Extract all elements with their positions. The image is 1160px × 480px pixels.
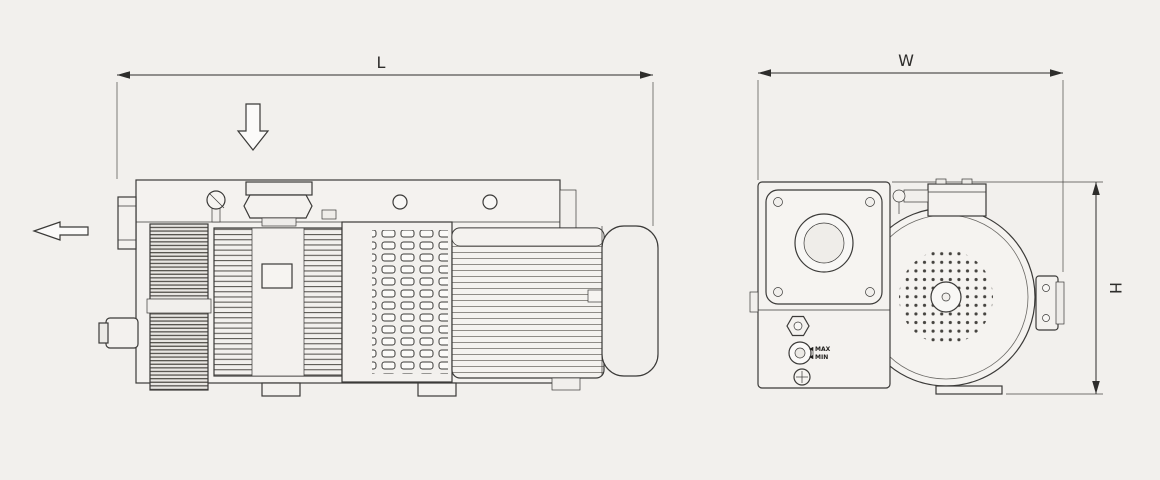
motor-hub-center	[941, 292, 951, 302]
cover-bolt	[773, 287, 783, 297]
oil-max-marker-icon	[809, 347, 813, 351]
oil-fill-plug	[206, 190, 226, 223]
oil-min-label: MIN	[815, 354, 828, 361]
dim-length-arrow-left-icon	[117, 71, 130, 79]
dim-width-arrow-left-icon	[758, 69, 771, 77]
inlet-flange	[245, 181, 313, 196]
dimension-width: W	[757, 51, 1064, 272]
motor-fan-cowl	[601, 225, 659, 377]
drain-fitting-cap	[98, 322, 109, 344]
dim-width-arrow-right-icon	[1050, 69, 1063, 77]
inlet-hex-nut	[243, 194, 313, 219]
oil-sight-glass: MAX MIN	[788, 341, 831, 365]
side-port-cap	[1055, 281, 1065, 325]
inspection-hole	[392, 194, 408, 210]
oil-plug-stem	[211, 207, 221, 223]
exhaust-port-bore	[803, 222, 845, 264]
flow-arrow-left-icon	[32, 221, 89, 241]
end-housing	[749, 181, 891, 389]
side-port-body	[1035, 275, 1059, 331]
filter-clamp-band	[146, 298, 212, 314]
sight-glass-level	[794, 347, 806, 359]
inlet-neck	[261, 217, 297, 227]
flow-arrow-down-icon	[236, 103, 270, 151]
inspection-hole	[482, 194, 498, 210]
terminal-box-screw	[935, 178, 947, 185]
cable-gland-nut	[892, 189, 906, 203]
terminal-box	[892, 178, 987, 217]
dimension-length: L	[116, 53, 654, 226]
gas-ballast-valve	[786, 315, 810, 337]
cylinder-smooth-band	[251, 227, 305, 377]
side-view	[98, 179, 659, 397]
motor-fins	[451, 227, 605, 379]
motor-nameplate	[587, 289, 603, 303]
cover-bolt	[865, 197, 875, 207]
oil-max-label: MAX	[815, 346, 831, 353]
coupling-grille	[341, 221, 453, 383]
side-port-bolt	[1042, 314, 1050, 322]
motor-fan-guard	[856, 207, 1036, 387]
inlet-port	[243, 181, 337, 227]
oil-plug-lever	[208, 192, 225, 209]
valve-center	[793, 321, 803, 331]
cable-gland	[903, 189, 929, 203]
terminal-box-screw	[961, 178, 973, 185]
flow-arrows	[32, 103, 270, 241]
dimension-height: H	[892, 181, 1125, 395]
grille-slots	[372, 230, 448, 374]
motor-foot	[551, 377, 581, 391]
dim-width-label: W	[898, 51, 914, 70]
mounting-foot-front	[261, 382, 301, 397]
dim-height-arrow-top-icon	[1092, 182, 1100, 195]
housing-side-tab	[749, 291, 759, 313]
mounting-foot-rear	[417, 382, 457, 397]
cylinder-boss	[261, 263, 293, 289]
dim-length-arrow-right-icon	[640, 71, 653, 79]
motor-mounting-foot	[935, 385, 1003, 395]
dim-height-arrow-bottom-icon	[1092, 381, 1100, 394]
motor-body	[451, 227, 605, 379]
dim-height-label: H	[1106, 282, 1125, 294]
plate-tab	[321, 209, 337, 220]
cover-bolt	[865, 287, 875, 297]
side-port-flange	[1035, 275, 1065, 331]
oil-min-marker-icon	[809, 355, 813, 359]
pump-cylinder	[213, 227, 343, 377]
oil-drain-plug	[793, 368, 811, 386]
drain-fitting	[105, 317, 139, 349]
side-port-bolt	[1042, 284, 1050, 292]
motor-top-band	[451, 227, 605, 247]
terminal-box-body	[927, 183, 987, 217]
dim-length-label: L	[377, 53, 386, 72]
front-view: MAX MIN	[749, 178, 1065, 395]
cover-bolt	[773, 197, 783, 207]
exhaust-flange	[117, 196, 137, 250]
